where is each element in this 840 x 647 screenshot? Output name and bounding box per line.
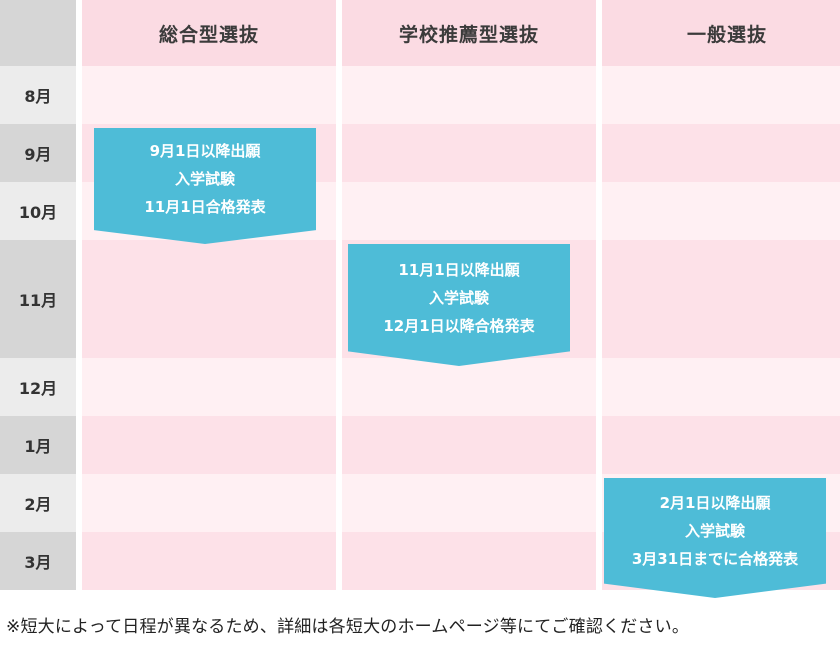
band-cell — [82, 532, 336, 590]
band-cell — [82, 474, 336, 532]
footnote: ※短大によって日程が異なるため、詳細は各短大のホームページ等にてご確認ください。 — [6, 617, 690, 637]
month-label: 12月 — [0, 358, 76, 416]
band-cell — [342, 416, 596, 474]
band-cell — [602, 358, 840, 416]
table-corner — [0, 0, 76, 66]
band-cell — [342, 532, 596, 590]
schedule-line: 11月1日以降出願 — [398, 261, 520, 279]
band-cell — [82, 416, 336, 474]
band-cell — [342, 124, 596, 182]
schedule-flag-sogo: 9月1日以降出願 入学試験 11月1日合格発表 — [94, 128, 316, 244]
band-cell — [342, 66, 596, 124]
band-cell — [82, 240, 336, 358]
column-header-sogo: 総合型選抜 — [82, 0, 336, 66]
band-cell — [602, 182, 840, 240]
month-label: 8月 — [0, 66, 76, 124]
column-header-suisen: 学校推薦型選抜 — [342, 0, 596, 66]
schedule-line: 入学試験 — [684, 522, 745, 540]
column-header-ippan: 一般選抜 — [602, 0, 840, 66]
month-label: 10月 — [0, 182, 76, 240]
band-cell — [342, 474, 596, 532]
band-cell — [82, 358, 336, 416]
schedule-line: 11月1日合格発表 — [144, 198, 266, 216]
month-label: 2月 — [0, 474, 76, 532]
schedule-line: 9月1日以降出願 — [149, 142, 261, 160]
band-cell — [602, 416, 840, 474]
month-label: 1月 — [0, 416, 76, 474]
schedule-line: 入学試験 — [174, 170, 235, 188]
band-cell — [342, 358, 596, 416]
month-label: 9月 — [0, 124, 76, 182]
band-cell — [82, 66, 336, 124]
month-label: 3月 — [0, 532, 76, 590]
schedule-line: 3月31日までに合格発表 — [631, 550, 799, 568]
schedule-line: 入学試験 — [428, 289, 489, 307]
schedule-line: 12月1日以降合格発表 — [383, 317, 535, 335]
band-cell — [602, 240, 840, 358]
schedule-flag-suisen: 11月1日以降出願 入学試験 12月1日以降合格発表 — [348, 244, 570, 366]
band-cell — [342, 182, 596, 240]
band-cell — [602, 66, 840, 124]
band-cell — [602, 124, 840, 182]
schedule-line: 2月1日以降出願 — [659, 494, 771, 512]
month-label: 11月 — [0, 240, 76, 358]
schedule-flag-ippan: 2月1日以降出願 入学試験 3月31日までに合格発表 — [604, 478, 826, 598]
